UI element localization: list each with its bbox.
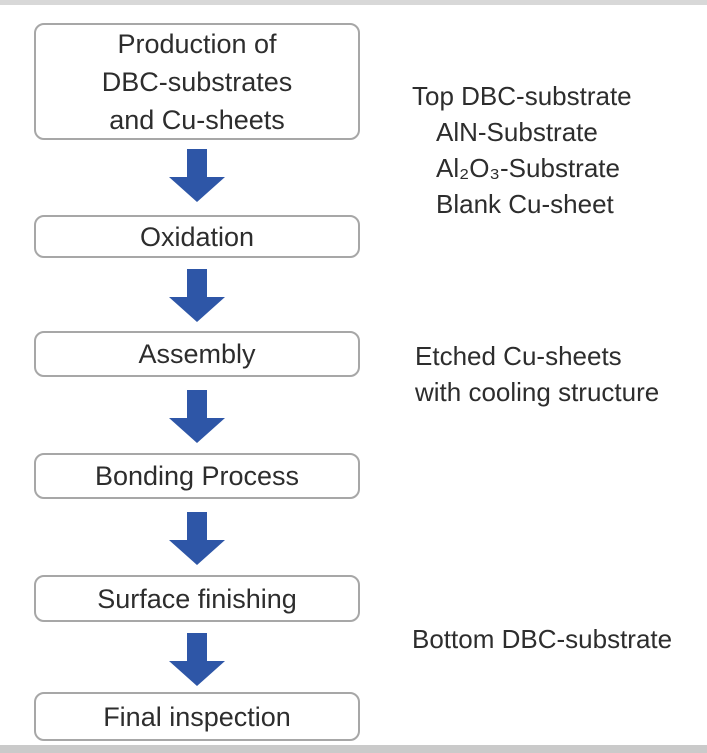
annotation-assembly-note: Etched Cu-sheets with cooling structure xyxy=(415,338,659,410)
flow-step-label: Final inspection xyxy=(103,701,291,732)
flow-step-label: Surface finishing xyxy=(97,583,297,614)
flow-step-surface-finishing: Surface finishing xyxy=(34,575,360,622)
annotation-line: with cooling structure xyxy=(415,377,660,407)
flow-step-production: Production of DBC-substrates and Cu-shee… xyxy=(34,23,360,140)
flow-step-final-inspection: Final inspection xyxy=(34,692,360,741)
annotation-finishing-note: Bottom DBC-substrate xyxy=(412,621,672,657)
down-arrow-icon xyxy=(169,390,225,443)
flow-step-label: Assembly xyxy=(138,339,256,369)
flow-step-assembly: Assembly xyxy=(34,331,360,377)
down-arrow-icon xyxy=(169,512,225,565)
annotation-line: Blank Cu-sheet xyxy=(436,189,614,219)
flow-step-label: Production of DBC-substrates and Cu-shee… xyxy=(101,28,293,135)
annotation-line: Bottom DBC-substrate xyxy=(412,624,673,654)
bottom-edge-strip xyxy=(0,745,707,753)
down-arrow-icon xyxy=(169,149,225,202)
annotation-line: Top DBC-substrate xyxy=(412,81,632,111)
down-arrow-icon xyxy=(169,269,225,322)
annotation-line: Etched Cu-sheets xyxy=(415,341,622,371)
flow-step-label: Oxidation xyxy=(139,221,255,252)
annotation-line: Al₂O₃-Substrate xyxy=(436,153,620,183)
down-arrow-icon xyxy=(169,633,225,686)
annotation-line: AlN-Substrate xyxy=(436,117,598,147)
annotation-materials-input: Top DBC-substrate AlN-Substrate Al₂O₃-Su… xyxy=(412,78,632,222)
flow-step-bonding-process: Bonding Process xyxy=(34,453,360,499)
flow-step-oxidation: Oxidation xyxy=(34,215,360,258)
top-edge-strip xyxy=(0,0,707,5)
flow-step-label: Bonding Process xyxy=(94,461,300,491)
